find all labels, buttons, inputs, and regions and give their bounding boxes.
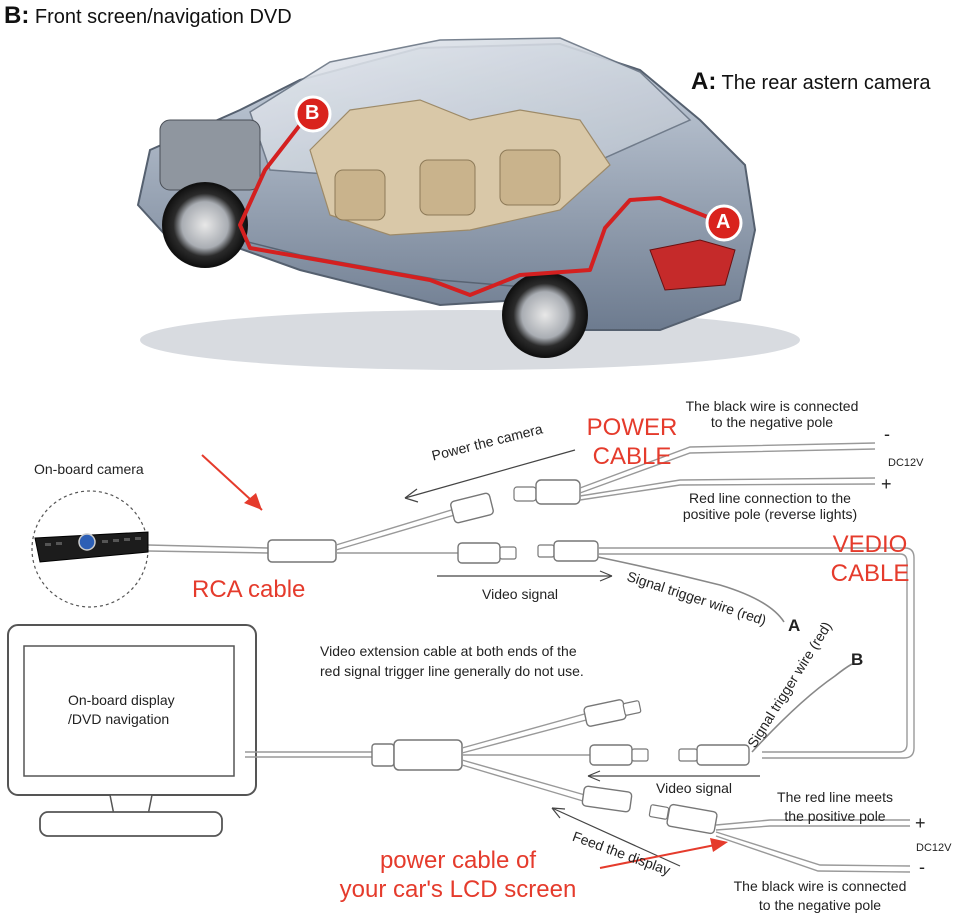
power-black-wire [579,442,876,489]
label-red-line-top-line1: Red line connection to the [689,490,851,506]
label-display-line1: On-board display [68,692,175,708]
car-tail-light [649,239,736,291]
label-extension-note: Video extension cable at both ends of th… [320,641,584,681]
marker-b-label: B [305,102,320,124]
label-power-cable-line2: CABLE [592,443,672,470]
extension-top-socket [537,544,555,558]
label-video-signal-bottom: Video signal [656,780,733,796]
label-extension-note-line2: red signal trigger line generally do not… [320,663,584,679]
label-plus-top: + [881,474,892,494]
extension-cable-loop [598,547,915,759]
label-power-cable: POWER CABLE [582,413,682,471]
monitor-unused-plug [583,699,627,727]
arrow-power-camera [404,449,576,499]
camera-video-plug [457,542,501,564]
label-vedio-cable-line2: CABLE [830,560,910,587]
label-lcd-power-line1: power cable of [379,847,537,874]
camera-lens [78,533,96,551]
marker-a-label: A [716,211,731,233]
label-dc12v-bottom: DC12V [916,842,952,854]
extension-top-plug [553,540,599,562]
label-lcd-power-line2: your car's LCD screen [339,876,577,903]
label-onboard-camera: On-board camera [34,461,144,477]
power-cable-plug [535,479,581,505]
label-display-line2: /DVD navigation [68,711,170,727]
car-rear-wheel [502,272,588,358]
camera-power-plug [450,492,494,524]
trigger-wire-a [597,556,785,623]
monitor-video-plug [589,744,633,766]
trigger-wire-b [751,663,853,753]
heading-a-letter: A: [691,68,717,95]
heading-b-text: Front screen/navigation DVD [34,6,292,28]
label-red-line-top: Red line connection to the positive pole… [670,490,870,522]
label-red-line-bottom: The red line meets the positive pole [760,788,910,826]
label-trigger-b: B [851,650,864,669]
power-red-wire [579,477,876,497]
label-trigger-a: A [788,616,801,635]
label-onboard-display: On-board display /DVD navigation [68,691,175,729]
label-lcd-power-cable: power cable of your car's LCD screen [318,846,598,904]
camera-splitter [267,539,337,563]
label-plus-bottom: + [915,813,926,833]
monitor-power-plug [581,785,633,813]
label-minus-bottom: - [919,857,925,877]
camera-main-cable [147,544,269,549]
label-red-line-bottom-line1: The red line meets [777,789,893,805]
label-rca-cable: RCA cable [192,576,306,603]
label-red-line-top-line2: positive pole (reverse lights) [682,506,858,522]
label-power-cable-line1: POWER [586,414,678,441]
label-extension-note-line1: Video extension cable at both ends of th… [320,643,577,659]
display-red-wire [715,819,910,826]
heading-a-text: The rear astern camera [721,72,931,94]
label-black-wire-top-line1: The black wire is connected [685,398,859,414]
marker-a-circle [705,204,743,242]
car-shadow [140,310,800,370]
label-black-wire-bottom-line1: The black wire is connected [733,878,907,894]
label-vedio-cable-line1: VEDIO [832,531,908,558]
label-video-signal-top: Video signal [482,586,559,602]
extension-bottom-plug [696,744,750,766]
marker-b-circle [294,95,332,133]
heading-b-letter: B: [4,2,30,29]
heading-front-screen: B: Front screen/navigation DVD [4,2,292,30]
car-engine-bay [159,119,261,191]
monitor-screen [23,645,235,777]
red-arrow-lcd-power [599,843,721,869]
cable-route [238,110,721,297]
display-black-wire [715,831,911,867]
label-dc12v-top: DC12V [888,457,924,469]
display-power-socket [648,804,670,820]
power-cable-socket [513,486,537,502]
display-power-plug [666,803,718,835]
label-vedio-cable: VEDIO CABLE [824,530,916,588]
monitor-splitter [371,743,395,767]
camera-power-lead [335,507,459,546]
label-black-wire-bottom-line2: to the negative pole [758,897,882,913]
label-black-wire-top: The black wire is connected to the negat… [672,398,872,430]
label-red-line-bottom-line2: the positive pole [784,808,886,824]
label-black-wire-top-line2: to the negative pole [710,414,834,430]
label-black-wire-bottom: The black wire is connected to the negat… [720,877,920,915]
heading-rear-camera: A: The rear astern camera [691,68,931,96]
car-front-wheel [162,182,248,268]
label-minus-top: - [884,424,890,444]
